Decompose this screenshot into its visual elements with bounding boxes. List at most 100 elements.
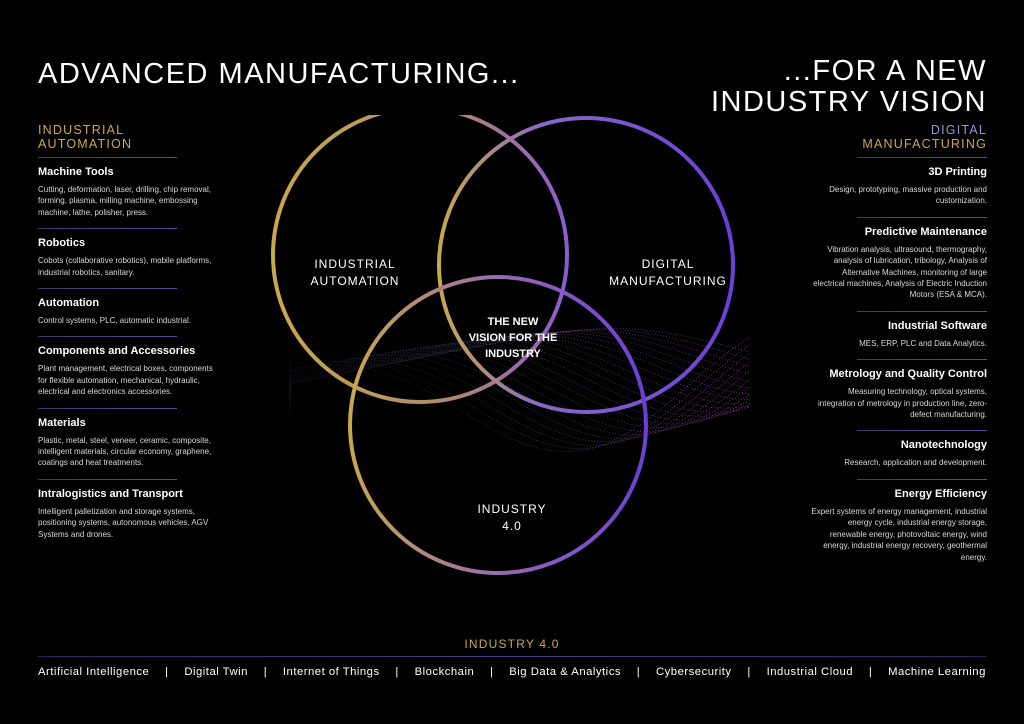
section-description: Design, prototyping, massive production … bbox=[829, 185, 987, 206]
technology-item: Industrial Cloud bbox=[766, 666, 854, 678]
section-description: Control systems, PLC, automatic industri… bbox=[38, 316, 191, 326]
separator: | bbox=[636, 666, 641, 678]
venn-label-left-2: AUTOMATION bbox=[311, 274, 400, 288]
technology-list: Artificial Intelligence|Digital Twin|Int… bbox=[38, 666, 986, 678]
separator: | bbox=[263, 666, 268, 678]
wave-line bbox=[289, 331, 751, 375]
left-column-heading: INDUSTRIAL AUTOMATION bbox=[38, 123, 213, 151]
wave-line bbox=[289, 336, 751, 400]
title-right-line1: ...FOR A NEW bbox=[783, 55, 987, 87]
divider bbox=[38, 478, 177, 480]
divider bbox=[38, 288, 177, 290]
separator: | bbox=[395, 666, 399, 678]
venn-label-right-2: MANUFACTURING bbox=[609, 274, 727, 288]
left-heading-line2: AUTOMATION bbox=[38, 137, 133, 151]
section-title: Components and Accessories bbox=[38, 345, 196, 358]
right-column-heading: DIGITAL MANUFACTURING bbox=[809, 123, 987, 151]
venn-label-bottom-2: 4.0 bbox=[502, 519, 522, 533]
section-title: Materials bbox=[38, 416, 86, 429]
page-title-left: ADVANCED MANUFACTURING... bbox=[38, 58, 520, 90]
venn-center-3: INDUSTRY bbox=[485, 348, 541, 360]
section-description: Intelligent palletization and storage sy… bbox=[38, 506, 209, 539]
footer-heading: INDUSTRY 4.0 bbox=[464, 637, 560, 651]
section-description: Plant management, electrical boxes, comp… bbox=[38, 364, 213, 397]
section-description: Plastic, metal, steel, veneer, ceramic, … bbox=[38, 435, 212, 468]
section-description: Measuring technology, optical systems, i… bbox=[818, 387, 987, 420]
divider bbox=[857, 478, 987, 480]
section-title: Automation bbox=[38, 297, 100, 310]
section-title: Industrial Software bbox=[887, 319, 987, 332]
separator: | bbox=[747, 666, 751, 678]
wave-line bbox=[289, 352, 751, 446]
circle-industry-40 bbox=[348, 275, 648, 575]
wave-line bbox=[289, 350, 751, 432]
wave-line bbox=[289, 329, 751, 368]
divider bbox=[857, 157, 987, 158]
divider bbox=[857, 216, 987, 218]
section-description: Cutting, deformation, laser, drilling, c… bbox=[38, 185, 211, 217]
wave-pattern bbox=[289, 328, 751, 452]
divider bbox=[38, 228, 177, 230]
wave-line bbox=[289, 354, 751, 439]
wave-line bbox=[289, 348, 751, 429]
wave-line bbox=[289, 346, 751, 425]
venn-label-right-1: DIGITAL bbox=[642, 257, 695, 271]
section-description: Vibration analysis, ultrasound, thermogr… bbox=[813, 244, 987, 300]
venn-label-left-1: INDUSTRIAL bbox=[314, 257, 395, 271]
wave-line bbox=[289, 344, 751, 449]
wave-line bbox=[289, 340, 751, 413]
divider bbox=[857, 359, 987, 361]
wave-line bbox=[289, 334, 751, 395]
page-title-right: ...FOR A NEW INDUSTRY VISION bbox=[711, 56, 987, 118]
section-description: Cobots (collaborative robotics), mobile … bbox=[38, 256, 212, 277]
wave-line bbox=[289, 332, 751, 382]
venn-center-2: VISION FOR THE bbox=[469, 332, 558, 344]
venn-diagram: INDUSTRIAL AUTOMATION DIGITAL MANUFACTUR… bbox=[271, 115, 751, 575]
technology-item: Internet of Things bbox=[282, 666, 380, 678]
divider bbox=[38, 407, 177, 409]
section-title: 3D Printing bbox=[928, 166, 987, 178]
section-title: Nanotechnology bbox=[900, 439, 987, 452]
separator: | bbox=[165, 666, 169, 678]
separator: | bbox=[490, 666, 494, 678]
separator: | bbox=[868, 666, 873, 678]
section-title: Predictive Maintenance bbox=[864, 225, 987, 238]
section-title: Robotics bbox=[38, 237, 86, 250]
left-heading-line1: INDUSTRIAL bbox=[38, 123, 125, 137]
wave-line bbox=[289, 352, 751, 436]
wave-line bbox=[289, 356, 751, 443]
section-description: Expert systems of energy management, ind… bbox=[811, 506, 987, 562]
venn-label-bottom-1: INDUSTRY bbox=[477, 502, 546, 516]
divider bbox=[38, 157, 177, 158]
wave-line bbox=[289, 328, 751, 365]
technology-item: Big Data & Analytics bbox=[509, 666, 621, 678]
technology-item: Machine Learning bbox=[888, 666, 986, 678]
section-title: Machine Tools bbox=[38, 166, 114, 178]
section-title: Energy Efficiency bbox=[894, 487, 987, 500]
circle-industrial-automation bbox=[271, 115, 569, 404]
divider bbox=[857, 430, 987, 432]
wave-line bbox=[289, 339, 751, 409]
section-description: Research, application and development. bbox=[844, 458, 987, 468]
technology-item: Blockchain bbox=[414, 666, 475, 678]
venn-center-1: THE NEW bbox=[488, 316, 539, 328]
section-title: Metrology and Quality Control bbox=[829, 368, 987, 381]
title-right-line2: INDUSTRY VISION bbox=[710, 86, 987, 118]
circle-digital-manufacturing bbox=[437, 116, 735, 414]
divider bbox=[857, 310, 987, 312]
footer-divider bbox=[38, 656, 986, 657]
technology-item: Cybersecurity bbox=[656, 666, 732, 678]
